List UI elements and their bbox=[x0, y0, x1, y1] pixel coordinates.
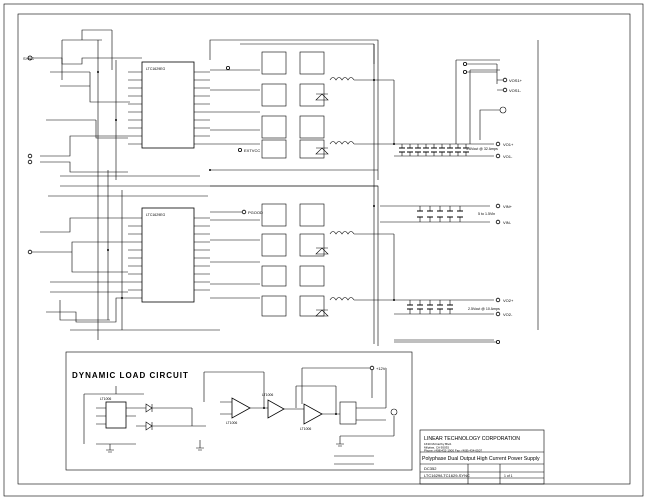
vin-minus-terminal[interactable] bbox=[495, 219, 501, 225]
extvcc-label: EXTVCC bbox=[244, 148, 260, 153]
u1-part-label: LTC1629EG bbox=[146, 67, 165, 71]
vo1-rating-label: 1.6Vout @ 32 Amps bbox=[466, 147, 498, 151]
vo1-minus-label: VO1- bbox=[503, 154, 513, 159]
vin-plus-terminal[interactable] bbox=[495, 203, 501, 209]
remote-sense-network bbox=[462, 62, 508, 140]
pgood-label: PGOOD bbox=[248, 210, 263, 215]
company-address-2: Milpitas, CA 95035 bbox=[424, 446, 449, 450]
vin-plus-label: VIN+ bbox=[503, 204, 513, 209]
u2-part-label: LTC1629EG bbox=[146, 213, 165, 217]
pgood-terminal[interactable] bbox=[241, 209, 247, 215]
u5-part-label: LT1006 bbox=[262, 393, 273, 397]
dynamic-load-schematic bbox=[83, 367, 398, 465]
vos2-terminal[interactable] bbox=[495, 339, 500, 344]
upper-power-stage bbox=[210, 43, 395, 159]
u6-part-label: LT1006 bbox=[300, 427, 311, 431]
u1-pin-stubs bbox=[128, 71, 210, 145]
controller-ic-u2 bbox=[141, 207, 195, 303]
part-number: LTC1629/LTC1629-SYNC bbox=[424, 473, 470, 478]
company-name: LINEAR TECHNOLOGY CORPORATION bbox=[424, 436, 520, 442]
title-block bbox=[419, 429, 545, 485]
vo2-minus-label: VO2- bbox=[503, 312, 513, 317]
vos1-plus-label: VOS1+ bbox=[509, 78, 523, 83]
dynamic-load-box bbox=[65, 351, 413, 471]
sheet-number: 1 of 1 bbox=[504, 474, 513, 478]
dynamic-load-title: DYNAMIC LOAD CIRCUIT bbox=[72, 371, 189, 380]
vo1-plus-terminal[interactable] bbox=[495, 141, 501, 147]
junction-dots bbox=[97, 71, 395, 415]
extvcc-upper-terminal bbox=[225, 66, 230, 71]
vo2-plus-terminal[interactable] bbox=[495, 297, 501, 303]
right-power-rails bbox=[373, 40, 539, 344]
u3-part-label: LT1006 bbox=[100, 397, 111, 401]
vin-input-capacitors bbox=[380, 205, 490, 223]
vo1-minus-terminal[interactable] bbox=[495, 153, 501, 159]
vin-range-label: 5 to 1.5Vin bbox=[478, 212, 495, 216]
company-address-1: 1630 McCarthy Blvd. bbox=[424, 442, 452, 446]
u4-part-label: LT1006 bbox=[226, 421, 237, 425]
controller-ic-u1 bbox=[141, 61, 195, 149]
lower-power-stage bbox=[210, 203, 395, 317]
vo2-rating-label: 2.5Vout @ 10 Amps bbox=[468, 307, 500, 311]
control-bus-rails bbox=[48, 39, 379, 346]
drawing-border bbox=[17, 13, 631, 485]
u2-pin-stubs bbox=[128, 217, 210, 299]
vo2-minus-terminal[interactable] bbox=[495, 311, 501, 317]
sync-net-label: SYNC bbox=[23, 56, 34, 61]
drawing-title: Polyphase Dual Output High Current Power… bbox=[422, 456, 540, 462]
plus12v-terminal[interactable] bbox=[369, 365, 375, 371]
vin-minus-label: VIN- bbox=[503, 220, 512, 225]
drawing-frame bbox=[3, 3, 644, 497]
vo1-output-capacitors bbox=[394, 59, 500, 157]
drawing-number: DC352 bbox=[424, 466, 437, 471]
vo2-output-capacitors bbox=[394, 299, 494, 315]
company-phone: Phone: (408)432-1900 Fax: (408) 434-0507 bbox=[424, 449, 482, 453]
vo1-plus-label: VO1+ bbox=[503, 142, 514, 147]
plus12v-label: +12V bbox=[376, 366, 386, 371]
vo2-plus-label: VO2+ bbox=[503, 298, 514, 303]
sync-input-network bbox=[27, 29, 142, 173]
lower-input-network bbox=[27, 217, 128, 323]
vos1-minus-label: VOS1- bbox=[509, 88, 522, 93]
extvcc-terminal[interactable] bbox=[237, 147, 242, 152]
